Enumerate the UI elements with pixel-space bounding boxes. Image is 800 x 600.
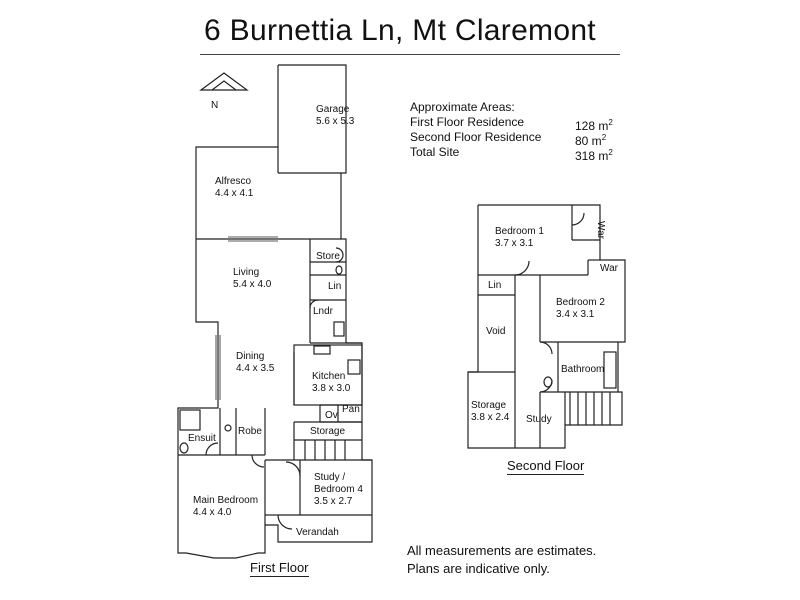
room-label: War — [595, 221, 606, 240]
room-label: Main Bedroom — [193, 495, 258, 506]
area-value: 128 m — [575, 119, 609, 133]
page-title: 6 Burnettia Ln, Mt Claremont — [204, 14, 596, 47]
disclaimer: All measurements are estimates. Plans ar… — [407, 542, 596, 578]
disclaimer-line: Plans are indicative only. — [407, 561, 550, 576]
room-size: 3.7 x 3.1 — [495, 238, 534, 249]
room-label: Void — [486, 326, 505, 337]
room-label: Pan — [342, 404, 360, 415]
room-size: 4.4 x 4.0 — [193, 507, 232, 518]
room-size: 4.4 x 4.1 — [215, 188, 254, 199]
room-label: Storage — [471, 400, 506, 411]
title-divider — [200, 54, 620, 55]
area-unit-sup: 2 — [608, 148, 613, 157]
room-label: Storage — [310, 426, 345, 437]
area-value: 80 m — [575, 134, 602, 148]
area-unit-sup: 2 — [601, 133, 607, 142]
room-label: Living — [233, 267, 259, 278]
north-arrow-icon — [199, 72, 249, 91]
areas-heading: Approximate Areas: — [410, 100, 515, 114]
second-floor-caption: Second Floor — [507, 458, 585, 475]
room-label: Bedroom 1 — [495, 226, 544, 237]
room-label: Study — [526, 414, 552, 425]
room-label: Ov — [325, 410, 338, 421]
room-label: Bedroom 4 — [314, 484, 363, 495]
area-label: Second Floor Residence — [410, 130, 542, 144]
room-label: Lndr — [313, 306, 334, 317]
first-floor-plan — [177, 64, 373, 559]
room-label: Alfresco — [215, 176, 252, 187]
room-size: 3.5 x 2.7 — [314, 496, 353, 507]
room-label: Bedroom 2 — [556, 297, 605, 308]
room-size: 5.4 x 4.0 — [233, 279, 272, 290]
room-label: Study / — [314, 472, 345, 483]
room-size: 3.4 x 3.1 — [556, 309, 595, 320]
room-label: Robe — [238, 426, 262, 437]
room-label: Lin — [328, 281, 341, 292]
room-label: Garage — [316, 104, 350, 115]
area-value: 318 m — [575, 149, 609, 163]
room-size: 4.4 x 3.5 — [236, 363, 275, 374]
room-label: Store — [316, 251, 340, 262]
room-size: 5.6 x 5.3 — [316, 116, 355, 127]
area-unit-sup: 2 — [608, 118, 613, 127]
second-floor-plan — [467, 204, 626, 449]
room-size: 3.8 x 2.4 — [471, 412, 510, 423]
compass-letter: N — [211, 100, 218, 111]
room-label: Verandah — [296, 527, 339, 538]
room-size: 3.8 x 3.0 — [312, 383, 351, 394]
room-label: Kitchen — [312, 371, 345, 382]
room-label: Ensuit — [188, 433, 216, 444]
first-floor-caption: First Floor — [250, 560, 309, 577]
area-label: Total Site — [410, 145, 460, 159]
room-label: War — [600, 263, 619, 274]
room-label: Lin — [488, 280, 501, 291]
room-label: Dining — [236, 351, 264, 362]
disclaimer-line: All measurements are estimates. — [407, 543, 597, 558]
area-label: First Floor Residence — [410, 115, 525, 129]
room-label: Bathroom — [561, 364, 604, 375]
